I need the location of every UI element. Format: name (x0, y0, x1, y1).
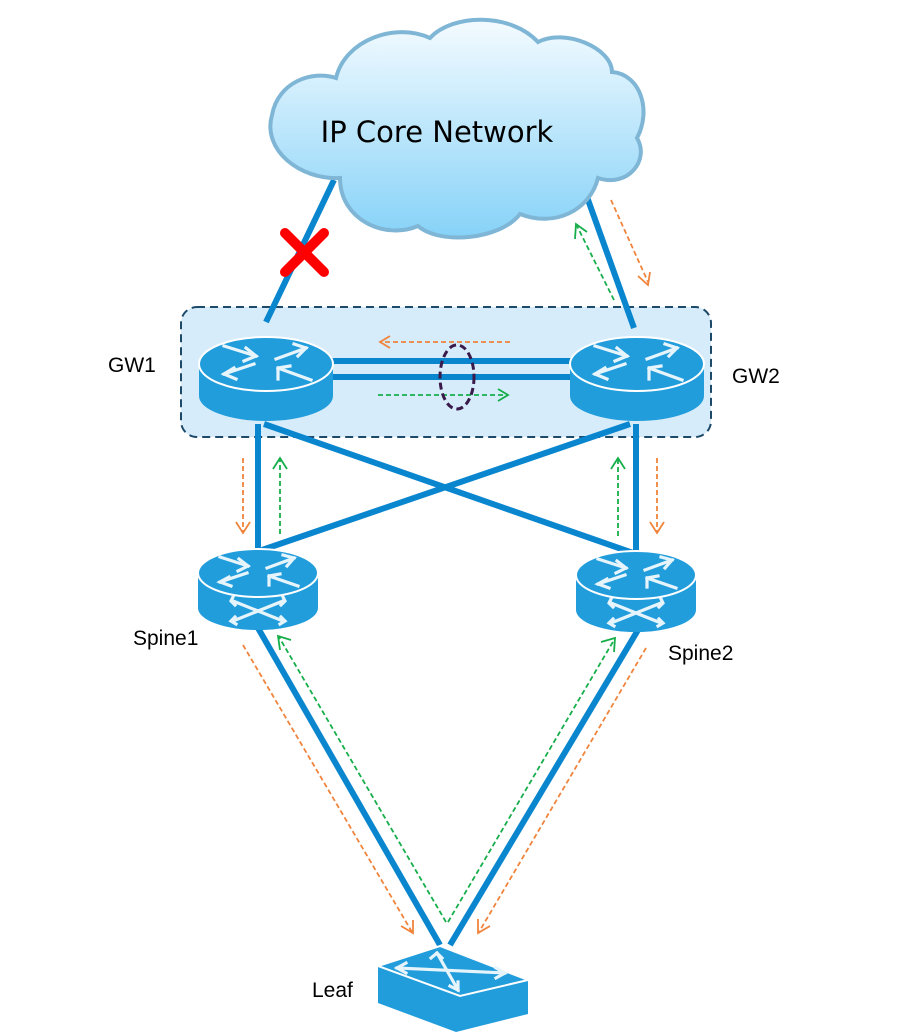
link-spine1-leaf (255, 626, 443, 947)
leaf-switch-icon (374, 944, 532, 1032)
leaf-label: Leaf (312, 979, 353, 1002)
spine1-label: Spine1 (133, 627, 198, 650)
gw1-label: GW1 (108, 354, 156, 377)
flow-upstream-gw2-cloud (576, 225, 615, 301)
gw1-router-icon (198, 336, 334, 421)
link-gw2-spine1 (261, 421, 631, 553)
flow-upstream-leaf-spine2 (447, 639, 615, 923)
link-gw2-cloud (579, 181, 637, 330)
lag-bundle-marker (438, 343, 476, 411)
gw2-label: GW2 (732, 365, 780, 388)
cloud-label: IP Core Network (321, 115, 554, 149)
link-failure-icon (280, 228, 329, 277)
spine2-label: Spine2 (668, 642, 733, 665)
flow-upstream-leaf-spine1 (278, 636, 447, 923)
spine1-switch-icon (197, 548, 319, 630)
flow-downstream-spine1-leaf (242, 644, 413, 933)
gw2-router-icon (569, 336, 705, 421)
spine2-switch-icon (575, 550, 697, 632)
link-spine2-leaf (447, 628, 641, 947)
ip-core-network-cloud: IP Core Network (268, 17, 646, 240)
links (255, 178, 641, 947)
flow-downstream-spine2-leaf (478, 647, 647, 933)
flow-downstream-cloud-gw2 (610, 199, 649, 283)
